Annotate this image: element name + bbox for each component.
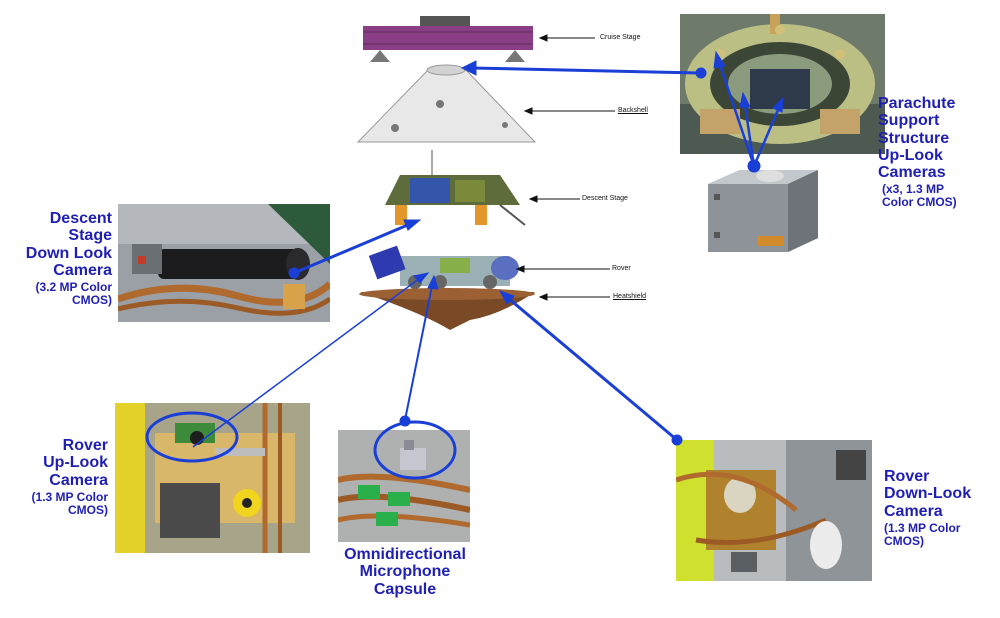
heatshield-label: Heatshield [613, 293, 647, 300]
cruise-stage-label: Cruise Stage [600, 34, 641, 41]
descent-stage-camera-photo [118, 204, 330, 322]
rover-down-look-callout: Rover Down-Look Camera (1.3 MP Color CMO… [884, 468, 972, 548]
rover-label: Rover [612, 265, 631, 272]
parachute-support-photo [680, 14, 885, 154]
backshell-illustration [356, 64, 537, 143]
descent-stage-illustration [385, 150, 526, 226]
stack-label-arrows [515, 34, 615, 301]
rover-down-look-camera-photo [676, 440, 872, 581]
cruise-stage-illustration [363, 16, 533, 62]
leader-lines [145, 50, 784, 480]
descent-camera-callout: Descent Stage Down Look Camera (3.2 MP C… [25, 210, 112, 308]
rover-illustration [368, 245, 519, 289]
microphone-photo [338, 430, 470, 542]
microphone-callout: Omnidirectional Microphone Capsule [344, 546, 466, 598]
up-look-camera-photo [700, 166, 825, 256]
parachute-camera-callout: Parachute Support Structure Up-Look Came… [878, 95, 957, 210]
backshell-label: Backshell [618, 107, 648, 114]
rover-up-look-camera-photo [115, 403, 310, 553]
rover-up-look-callout: Rover Up-Look Camera (1.3 MP Color CMOS) [31, 437, 108, 517]
descent-stage-label: Descent Stage [582, 195, 628, 202]
